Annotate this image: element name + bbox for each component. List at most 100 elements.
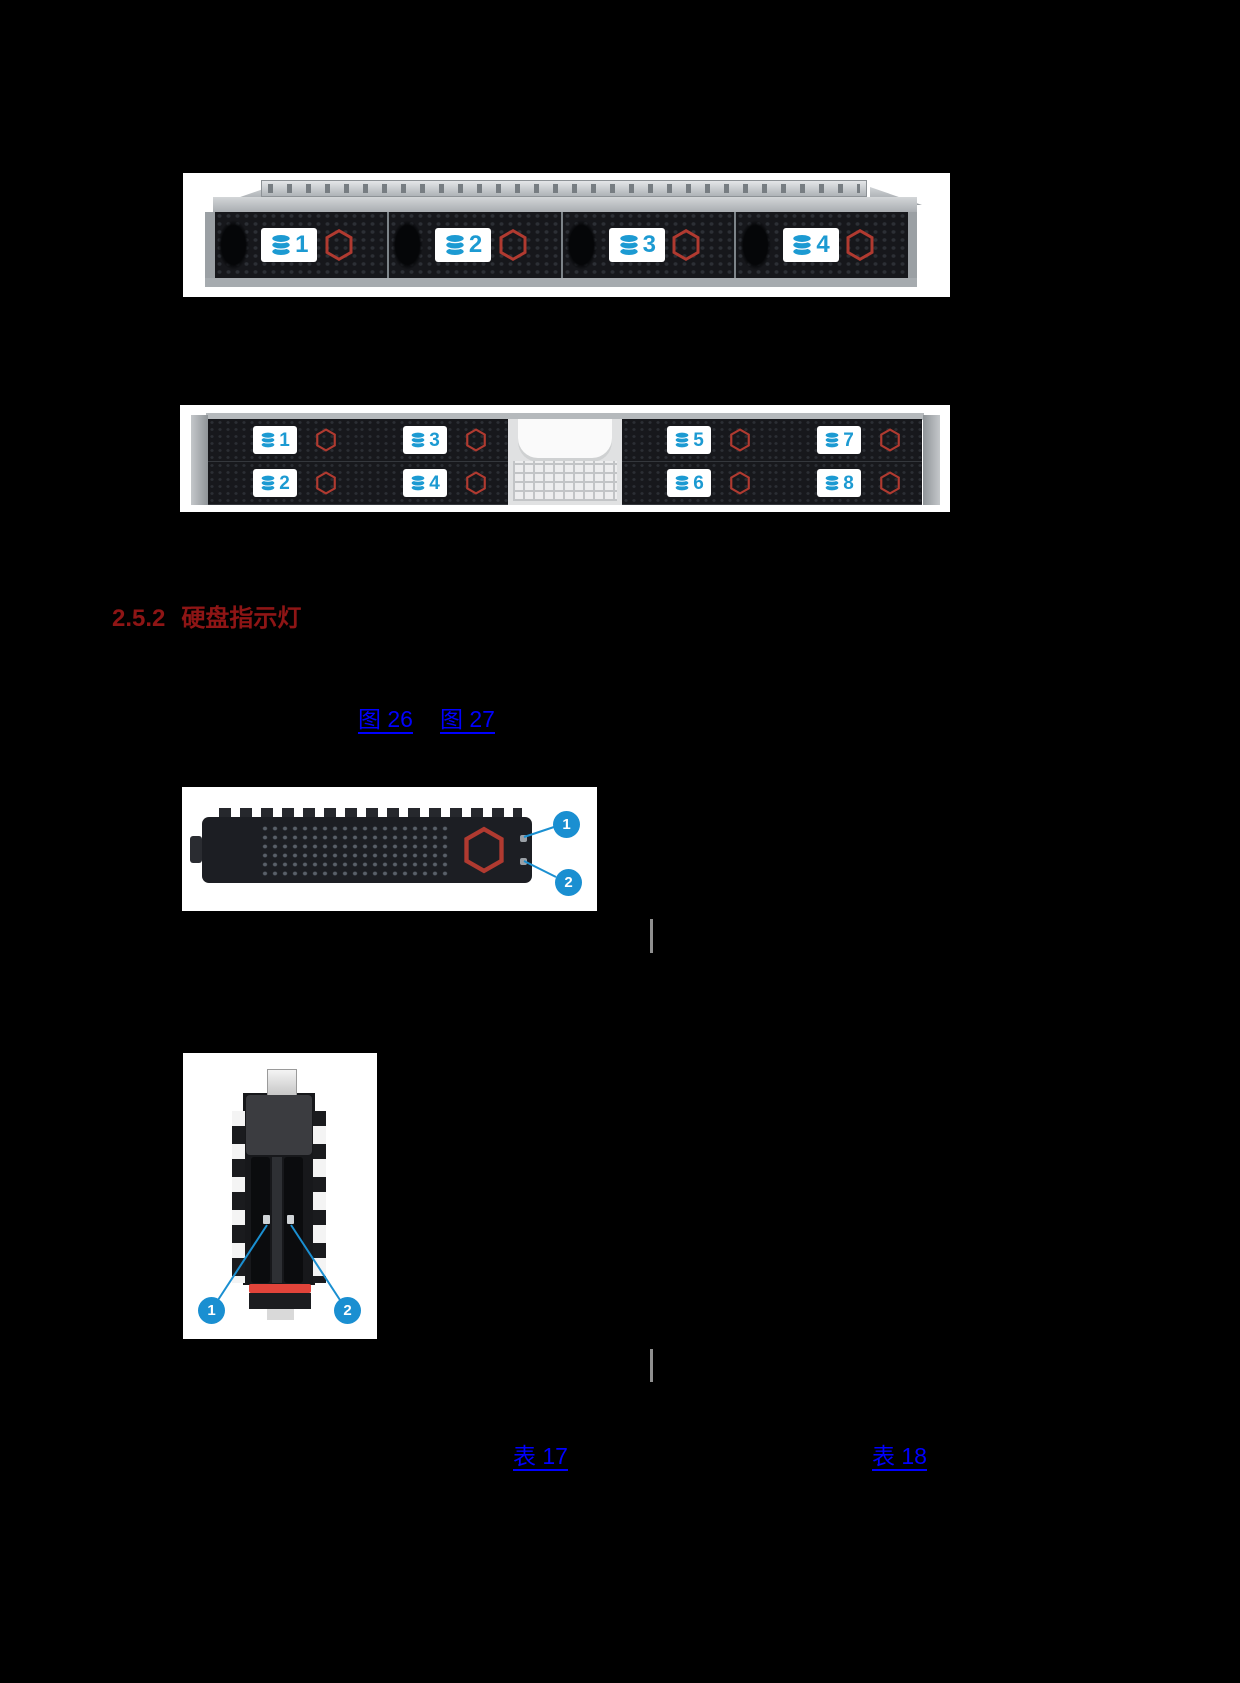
tray-teeth-right	[313, 1111, 326, 1283]
tray-teeth	[210, 808, 522, 818]
drive-top-tab	[267, 1069, 297, 1096]
disk-stack-icon	[824, 431, 840, 449]
drive-number: 3	[429, 429, 440, 451]
drive-label: 2	[253, 469, 297, 497]
drive-label: 1	[261, 228, 318, 262]
disk-stack-icon	[824, 474, 840, 492]
figure-drive-front-leds: 1 2	[182, 787, 597, 911]
honeycomb-mesh	[260, 824, 450, 876]
drive-bay-1: 1	[208, 419, 358, 462]
disk-stack-icon	[410, 474, 426, 492]
chassis-lid	[206, 413, 924, 420]
drive-release-latch	[249, 1284, 311, 1293]
hexagon-led-icon	[846, 229, 874, 261]
rack-rail	[261, 180, 867, 197]
drive-number: 5	[693, 429, 704, 451]
disk-stack-icon	[791, 233, 813, 257]
hexagon-led-icon	[466, 471, 486, 495]
callout-2-badge: 2	[555, 869, 582, 896]
callout-1-badge: 1	[198, 1297, 225, 1324]
chassis-lid	[213, 197, 917, 212]
disk-stack-icon	[674, 431, 690, 449]
drive-number: 1	[295, 231, 309, 258]
callout-number: 1	[207, 1302, 216, 1319]
disk-stack-icon	[260, 474, 276, 492]
disk-stack-icon	[674, 474, 690, 492]
drive-label: 7	[817, 426, 861, 454]
drive-number: 4	[429, 472, 440, 494]
tray-teeth-left	[232, 1111, 245, 1283]
drive-number: 7	[843, 429, 854, 451]
hexagon-led-icon	[464, 825, 504, 875]
vent-grid	[512, 461, 618, 501]
section-number: 2.5.2	[112, 605, 166, 632]
drive-number: 4	[816, 231, 830, 258]
hexagon-led-icon	[499, 229, 527, 261]
drive-bay-7: 7	[772, 419, 922, 462]
drive-bay-row: 1 2 3	[208, 419, 922, 505]
drive-label: 3	[403, 426, 447, 454]
drive-number: 6	[693, 472, 704, 494]
activity-led	[520, 835, 527, 842]
figure-drive-top-leds: 1 2	[183, 1053, 377, 1339]
drive-label: 4	[782, 228, 839, 262]
drive-bay-3: 3	[358, 419, 508, 462]
hexagon-led-icon	[466, 428, 486, 452]
figure-front-panel-4bay: 1 2 3 4	[183, 173, 950, 297]
drive-bottom-block	[249, 1293, 311, 1309]
drive-bay-6: 6	[622, 462, 772, 505]
hexagon-led-icon	[672, 229, 700, 261]
drive-bay-4: 4	[358, 462, 508, 505]
divider-line	[650, 919, 653, 953]
drive-cap-block	[246, 1095, 312, 1155]
callout-2-badge: 2	[334, 1297, 361, 1324]
vent-handle-arch	[518, 419, 612, 462]
link-figure-27[interactable]: 图 27	[440, 706, 495, 732]
drive-label: 6	[667, 469, 711, 497]
drive-bay-4: 4	[736, 212, 908, 278]
drive-bottom-tab	[267, 1309, 294, 1320]
drive-label: 3	[608, 228, 665, 262]
drive-number: 3	[642, 231, 657, 258]
drive-label: 1	[253, 426, 297, 454]
hexagon-led-icon	[325, 229, 353, 261]
drive-number: 8	[843, 472, 854, 494]
activity-led	[263, 1215, 270, 1224]
chassis-bracket-left	[191, 415, 208, 505]
disk-stack-icon	[410, 431, 426, 449]
link-figure-26[interactable]: 图 26	[358, 706, 413, 732]
drive-pair: 3 4	[358, 419, 508, 505]
drive-number: 2	[279, 472, 290, 494]
drive-bay-1: 1	[215, 212, 389, 278]
drive-bay-3: 3	[562, 212, 737, 278]
drive-pair: 5 6	[622, 419, 772, 505]
disk-stack-icon	[260, 431, 276, 449]
chassis-vent-panel	[508, 419, 622, 505]
hexagon-led-icon	[730, 471, 750, 495]
divider-line	[650, 1349, 653, 1382]
drive-tray	[202, 817, 532, 883]
hexagon-led-icon	[880, 428, 900, 452]
disk-stack-icon	[618, 233, 640, 257]
drive-pair: 1 2	[208, 419, 358, 505]
callout-number: 2	[343, 1302, 352, 1319]
fault-led	[520, 858, 527, 865]
drive-label: 2	[435, 228, 492, 262]
drive-number: 2	[468, 231, 483, 258]
link-table-18[interactable]: 表 18	[872, 1443, 927, 1469]
callout-number: 1	[562, 816, 571, 833]
link-table-17[interactable]: 表 17	[513, 1443, 568, 1469]
disk-stack-icon	[270, 233, 292, 257]
hexagon-led-icon	[880, 471, 900, 495]
disk-stack-icon	[444, 233, 466, 257]
chassis-base	[205, 278, 917, 287]
fault-led	[287, 1215, 294, 1224]
drive-bay-5: 5	[622, 419, 772, 462]
drive-label: 8	[817, 469, 861, 497]
section-title: 硬盘指示灯	[181, 605, 302, 632]
callout-number: 2	[564, 874, 573, 891]
drive-label: 4	[403, 469, 447, 497]
drive-pair: 7 8	[772, 419, 922, 505]
figure-front-panel-8bay: 1 2 3	[180, 405, 950, 512]
